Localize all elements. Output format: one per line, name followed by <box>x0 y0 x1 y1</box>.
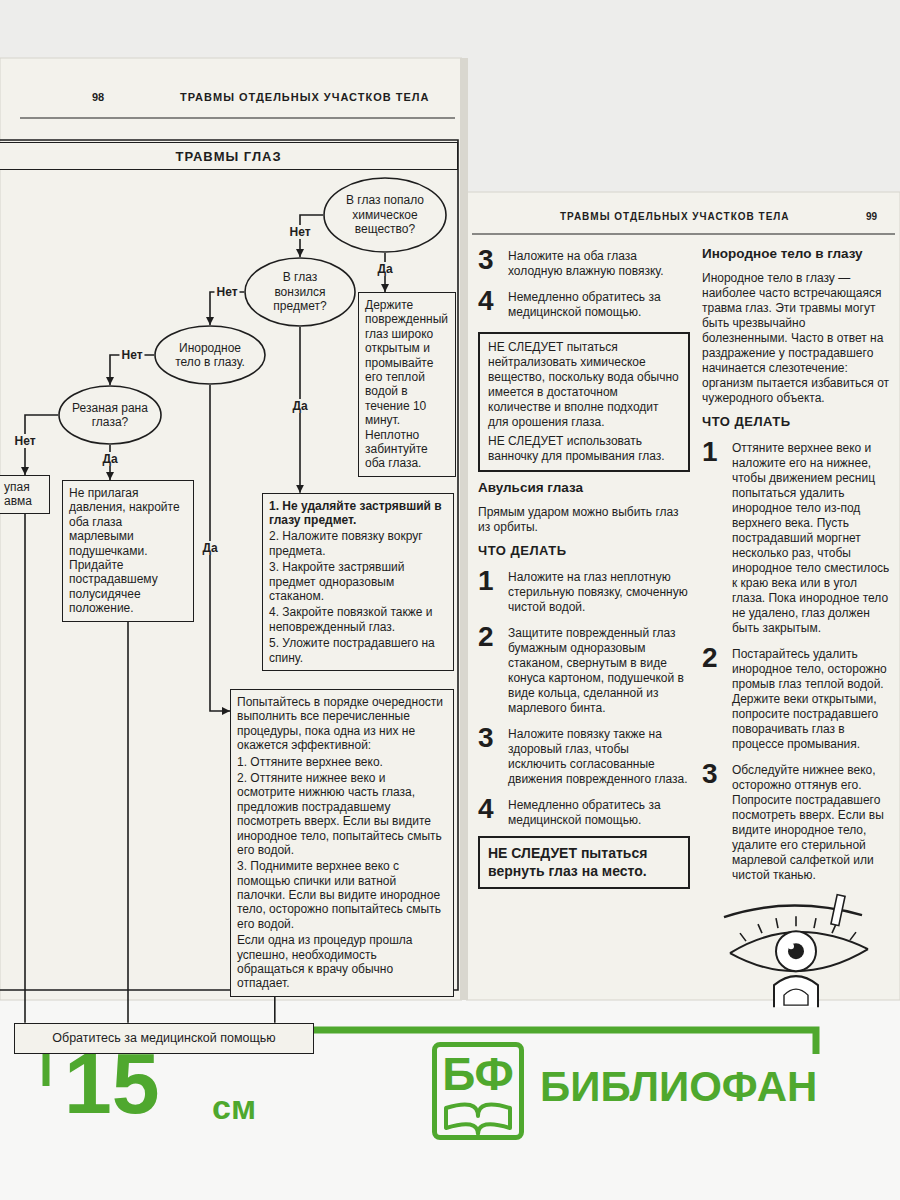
node-text: В глаз вонзился предмет? <box>258 270 342 313</box>
flow-connector <box>24 514 26 1023</box>
node-text: 1. Оттяните верхнее веко. <box>237 755 447 769</box>
action-box: Не прилагая давления, накройте оба глаза… <box>62 480 194 622</box>
warning-box: НЕ СЛЕДУЕТ пытаться вернуть глаз на мест… <box>478 836 690 889</box>
branch-label: Да <box>200 541 219 555</box>
branch-label: Да <box>375 262 394 276</box>
title-band: ТРАВМЫ ГЛАЗ <box>0 142 458 170</box>
table-surface <box>0 1000 900 1200</box>
page-text: ЧТО ДЕЛАТЬ <box>478 543 690 559</box>
page-text: 1 <box>702 438 718 466</box>
ellipse-shape <box>324 178 446 252</box>
right-page <box>466 192 900 1000</box>
page-text: Прямым ударом можно выбить глаз из орбит… <box>478 505 690 535</box>
decision-ellipse: Резаная рана глаза? <box>58 385 162 445</box>
page-text: Обследуйте нижнее веко, осторожно оттяну… <box>732 763 892 883</box>
node-text: БФ <box>437 1051 519 1097</box>
book-gutter <box>460 58 468 1000</box>
header-rule <box>472 233 895 234</box>
action-box: Держите поврежденный глаз широко открыты… <box>358 292 456 477</box>
node-text: НЕ СЛЕДУЕТ пытаться нейтрализовать химич… <box>488 340 680 430</box>
node-text: 4. Закройте повязкой также и неповрежден… <box>269 605 447 634</box>
node-text: 1. Не удаляйте застрявший в глазу предме… <box>269 499 447 528</box>
page-text: 1 <box>478 567 494 595</box>
node-text: В глаз попало химическое вещество? <box>337 193 433 236</box>
finger <box>774 976 818 1007</box>
page-text: Инородное тело в глазу <box>702 246 892 263</box>
page-text: 3 <box>478 246 494 274</box>
ellipse-shape <box>245 258 355 326</box>
page-number: 99 <box>866 212 877 222</box>
decision-ellipse: В глаз вонзился предмет? <box>244 257 356 327</box>
page-text: Защитите поврежденный глаз бумажным одно… <box>508 626 690 716</box>
branch-label: Нет <box>287 225 312 239</box>
eye-illustration <box>724 895 868 1008</box>
branch-label: Нет <box>119 348 144 362</box>
swab <box>831 895 845 926</box>
decision-ellipse: Инородное тело в глазу. <box>154 325 266 385</box>
page-text: Наложите повязку также на здоровый глаз,… <box>508 727 690 787</box>
node-text: ТРАВМЫ ГЛАЗ <box>175 149 281 164</box>
page-text: Немедленно обратитесь за медицинской пом… <box>508 798 690 828</box>
node-text: Держите поврежденный глаз широко открыты… <box>365 298 449 471</box>
node-text: Резаная рана глаза? <box>72 401 148 430</box>
page-text: Оттяните верхнее веко и наложите его на … <box>732 441 892 636</box>
page-text: Наложите на глаз неплотную стерильную по… <box>508 570 690 615</box>
page-text: 3 <box>702 760 718 788</box>
action-box: 1. Не удаляйте застрявший в глазу предме… <box>262 493 454 671</box>
brand-mark: см <box>212 1090 256 1124</box>
page-text: Постарайтесь удалить инородное тело, ост… <box>732 647 892 752</box>
pupil <box>788 943 804 959</box>
page-text: 2 <box>478 623 494 651</box>
action-box: Попытайтесь в порядке очередности выполн… <box>230 689 454 997</box>
page-text: Немедленно обратитесь за медицинской пом… <box>508 290 690 320</box>
chart-frame <box>0 140 458 990</box>
flow-connector <box>127 622 129 1023</box>
brand-mark: 15 <box>64 1040 160 1126</box>
node-text: 3. Поднимите верхнее веко с помощью спич… <box>237 859 447 931</box>
page-text: 2 <box>702 644 718 672</box>
node-text: Инородное тело в глазу. <box>168 341 252 370</box>
page-text: ЧТО ДЕЛАТЬ <box>702 414 892 430</box>
ellipse-shape <box>59 386 161 444</box>
warning-box: НЕ СЛЕДУЕТ пытаться нейтрализовать химич… <box>478 332 690 472</box>
eye-highlight <box>788 943 794 949</box>
page-text: 3 <box>478 724 494 752</box>
running-header: ТРАВМЫ ОТДЕЛЬНЫХ УЧАСТКОВ ТЕЛА <box>560 212 790 222</box>
left-page <box>0 58 462 1000</box>
page-number: 98 <box>92 92 104 103</box>
node-text: НЕ СЛЕДУЕТ использовать ванночку для про… <box>488 434 680 464</box>
iris <box>776 931 816 971</box>
ellipse-shape <box>155 326 265 384</box>
node-text: Попытайтесь в порядке очередности выполн… <box>237 695 447 753</box>
page-text: Инородное тело в глазу — наиболее часто … <box>702 271 892 406</box>
fingernail <box>784 989 808 1005</box>
page-text: 4 <box>478 795 494 823</box>
branch-label: Да <box>100 452 119 466</box>
branch-label: Нет <box>12 434 37 448</box>
node-text: Если одна из процедур прошла успешно, не… <box>237 933 447 991</box>
page-text: 4 <box>478 287 494 315</box>
node-text: упая авма <box>4 480 45 509</box>
branch-label: Нет <box>214 285 239 299</box>
node-text: 2. Оттяните нижнее веко и осмотрите нижн… <box>237 771 447 857</box>
node-text: Не прилагая давления, накройте оба глаза… <box>69 486 187 616</box>
brand-mark: БИБЛИОФАН <box>540 1066 817 1108</box>
flow-connector <box>274 997 276 1023</box>
node-text: 3. Накройте застрявший предмет одноразов… <box>269 560 447 603</box>
node-text: НЕ СЛЕДУЕТ пытаться вернуть глаз на мест… <box>488 845 680 880</box>
node-text: 5. Уложите пострадавшего на спину. <box>269 636 447 665</box>
decision-ellipse: В глаз попало химическое вещество? <box>323 177 447 253</box>
partial-box: упая авма <box>0 475 50 514</box>
header-rule <box>20 117 455 118</box>
result-box: Обратитесь за медицинской помощью <box>14 1023 314 1054</box>
page-text: Наложите на оба глаза холодную влажную п… <box>508 249 690 279</box>
page-text: Авульсия глаза <box>478 480 690 497</box>
branch-label: Да <box>290 399 309 413</box>
logo-book <box>446 1104 510 1134</box>
logo-box: БФ <box>432 1042 524 1140</box>
running-header: ТРАВМЫ ОТДЕЛЬНЫХ УЧАСТКОВ ТЕЛА <box>180 92 430 103</box>
node-text: 2. Наложите повязку вокруг предмета. <box>269 529 447 558</box>
